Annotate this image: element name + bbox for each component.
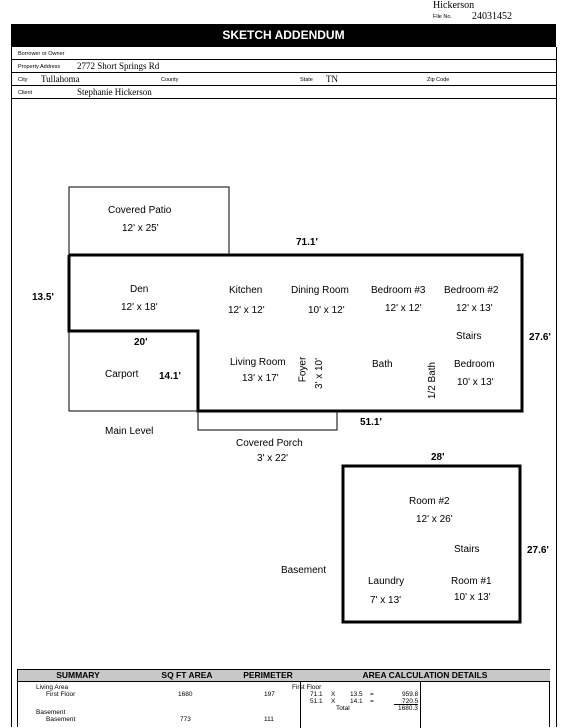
calc-total: 1680.3 xyxy=(398,705,418,712)
address-label: Property Address xyxy=(18,64,61,70)
borrower-label: Borrower or Owner xyxy=(18,51,65,57)
page-title: SKETCH ADDENDUM xyxy=(11,24,556,47)
calc-row-2-x: X xyxy=(331,698,336,705)
bedroom-size: 10' x 13' xyxy=(457,377,494,388)
covered-porch-outline xyxy=(197,410,338,431)
living-area-label: Living Area xyxy=(36,684,69,691)
state-label: State xyxy=(300,77,313,83)
calc-row-2-eq: = xyxy=(370,698,374,705)
calc-row-1-result: 959.8 xyxy=(402,691,419,698)
info-row-client: Client Stephanie Hickerson xyxy=(11,86,556,99)
covered-patio-size: 12' x 25' xyxy=(122,223,159,234)
laundry-size: 7' x 13' xyxy=(370,595,402,606)
dim-left: 13.5' xyxy=(32,292,54,303)
calc-row-2-result: 720.5 xyxy=(402,698,419,705)
county-label: County xyxy=(161,77,179,83)
bedroom-2-size: 12' x 13' xyxy=(456,303,493,314)
dim-right: 27.6' xyxy=(529,332,551,343)
file-no-label: File No. xyxy=(433,14,452,20)
basement-dim-right: 27.6' xyxy=(527,545,549,556)
bath-label: Bath xyxy=(372,359,393,370)
covered-patio-label: Covered Patio xyxy=(108,205,172,216)
room-1-size: 10' x 13' xyxy=(454,592,491,603)
covered-porch-size: 3' x 22' xyxy=(257,453,289,464)
file-no: 24031452 xyxy=(472,11,512,22)
den-size: 12' x 18' xyxy=(121,302,158,313)
client-value: Stephanie Hickerson xyxy=(77,87,152,97)
city-value: Tullahoma xyxy=(41,74,80,84)
carport-label: Carport xyxy=(105,369,139,380)
bedroom-3-label: Bedroom #3 xyxy=(371,285,426,296)
area-calc-header: AREA CALCULATION DETAILS xyxy=(300,670,550,682)
half-bath-label: 1/2 Bath xyxy=(427,361,439,400)
basement-group-label: Basement xyxy=(36,709,66,716)
living-room-label: Living Room xyxy=(230,357,286,368)
basement-outline xyxy=(341,464,522,624)
calc-total-label: Total xyxy=(336,705,350,712)
dim-carport-top: 20' xyxy=(134,337,148,348)
dim-top: 71.1' xyxy=(296,237,318,248)
foyer-size: 3' x 10' xyxy=(314,357,326,390)
dining-room-label: Dining Room xyxy=(291,285,349,296)
living-room-size: 13' x 17' xyxy=(242,373,279,384)
calc-divider-2 xyxy=(420,681,421,728)
bedroom-2-label: Bedroom #2 xyxy=(444,285,499,296)
header-name: Hickerson xyxy=(433,0,475,11)
room-2-size: 12' x 26' xyxy=(416,514,453,525)
perimeter-header: PERIMETER xyxy=(236,670,301,682)
address-value: 2772 Short Springs Rd xyxy=(77,61,160,71)
dim-bottom: 51.1' xyxy=(360,417,382,428)
laundry-label: Laundry xyxy=(368,576,405,587)
bedroom-label: Bedroom xyxy=(454,359,495,370)
info-row-borrower: Borrower or Owner xyxy=(11,47,556,60)
main-level-label: Main Level xyxy=(105,426,154,437)
calc-row-1-a: 71.1 xyxy=(310,691,323,698)
basement-dim-top: 28' xyxy=(431,452,445,463)
summary-table: SUMMARY SQ FT AREA PERIMETER AREA CALCUL… xyxy=(17,669,550,728)
calc-row-1-b: 13.5 xyxy=(350,691,363,698)
info-row-address: Property Address 2772 Short Springs Rd xyxy=(11,60,556,73)
kitchen-size: 12' x 12' xyxy=(228,305,265,316)
calc-title: First Floor xyxy=(292,684,322,691)
calc-divider xyxy=(300,681,301,728)
dim-carport-side: 14.1' xyxy=(159,371,181,382)
state-value: TN xyxy=(326,74,338,84)
den-label: Den xyxy=(130,284,149,295)
room-1-label: Room #1 xyxy=(451,576,492,587)
calc-row-1-x: X xyxy=(331,691,336,698)
basement-label: Basement xyxy=(281,565,327,576)
page-frame xyxy=(11,47,557,727)
client-label: Client xyxy=(18,90,33,96)
bedroom-3-size: 12' x 12' xyxy=(385,303,422,314)
basement-row-label: Basement xyxy=(46,716,76,723)
covered-porch-label: Covered Porch xyxy=(236,438,303,449)
calc-total-rule xyxy=(394,704,418,705)
kitchen-label: Kitchen xyxy=(229,285,263,296)
room-2-label: Room #2 xyxy=(409,496,450,507)
dining-room-size: 10' x 12' xyxy=(308,305,345,316)
calc-row-2-a: 51.1 xyxy=(310,698,323,705)
basement-area: 773 xyxy=(180,716,191,723)
summary-header: SUMMARY xyxy=(18,670,138,682)
carport-outline xyxy=(68,330,199,412)
calc-row-1-eq: = xyxy=(370,691,374,698)
sqft-header: SQ FT AREA xyxy=(138,670,236,682)
basement-perimeter: 111 xyxy=(264,716,274,723)
zip-label: Zip Code xyxy=(427,77,450,83)
calc-row-2-b: 14.1 xyxy=(350,698,363,705)
stairs-label: Stairs xyxy=(456,331,482,342)
first-floor-perimeter: 197 xyxy=(264,691,275,698)
info-row-city: City Tullahoma County State TN Zip Code xyxy=(11,73,556,86)
foyer-label: Foyer xyxy=(297,356,309,383)
main-level-outline xyxy=(67,253,524,413)
basement-stairs-label: Stairs xyxy=(454,544,480,555)
first-floor-label: First Floor xyxy=(46,691,76,698)
city-label: City xyxy=(18,77,28,83)
first-floor-area: 1680 xyxy=(178,691,193,698)
covered-patio-outline xyxy=(68,186,230,256)
